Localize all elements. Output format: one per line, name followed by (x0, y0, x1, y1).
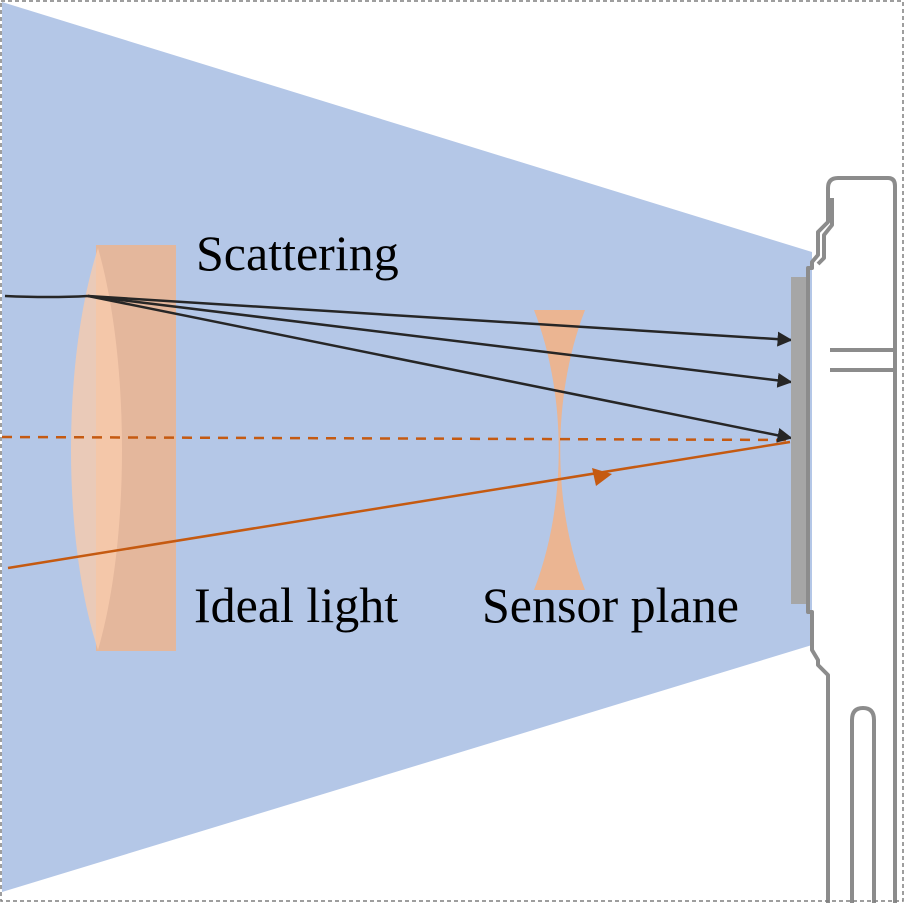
ideal-light-label: Ideal light (194, 577, 398, 633)
lens-convex-part (71, 248, 122, 650)
convex-lens (71, 245, 176, 651)
scatter-ray-1 (87, 294, 793, 347)
ideal-ray-arrowhead-icon (592, 468, 612, 486)
light-cone (2, 2, 812, 892)
sensor-strip (791, 277, 808, 604)
camera-body-icon (806, 176, 897, 903)
ideal-light-ray (7, 440, 791, 570)
optical-axis-dashed (1, 435, 791, 442)
scatter-ray-2 (87, 294, 793, 388)
scattering-label: Scattering (196, 225, 399, 281)
incoming-ray (4, 294, 89, 299)
scattering-rays (4, 294, 793, 443)
scatter-ray-3 (87, 294, 793, 443)
sensor-plane-label: Sensor plane (482, 577, 739, 633)
concave-lens (534, 310, 585, 590)
